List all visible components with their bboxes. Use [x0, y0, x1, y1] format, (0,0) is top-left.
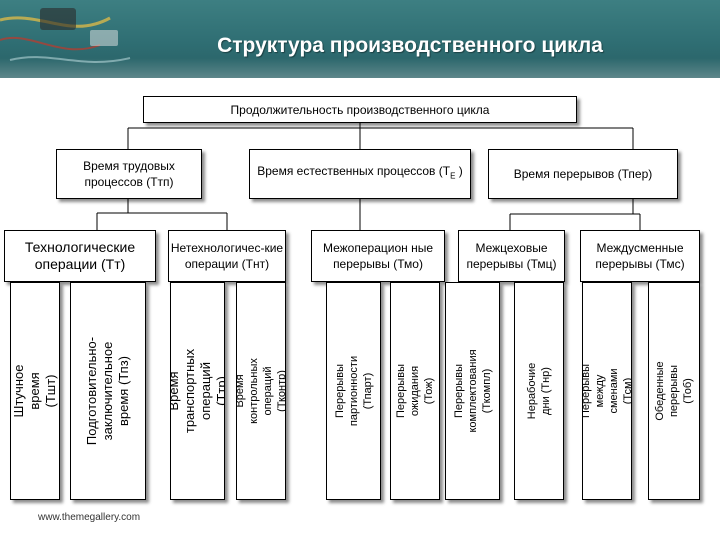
intershop-breaks-label: Межцеховые перерывы (Тмц)	[466, 241, 557, 271]
non-working-days-label: Нерабочие дни (Тнр)	[526, 362, 552, 420]
intershift-breaks-box: Междусменные перерывы (Тмс)	[580, 230, 700, 282]
page-title: Структура производственного цикла	[217, 34, 603, 57]
breaks-box: Время перерывов (Тпер)	[488, 149, 678, 199]
cycle-duration-label: Продолжительность производственного цикл…	[230, 102, 490, 117]
intershift-breaks-label: Междусменные перерывы (Тмс)	[595, 241, 685, 271]
natural-processes-subscript: Е	[450, 171, 456, 181]
transport-operations-label: Время транспортных операций (Ттр)	[170, 348, 225, 434]
waiting-breaks-label: Перерывы ожидания (Тож)	[395, 363, 435, 419]
control-operations-box: Время контрольных операций (Тконтр)	[236, 282, 286, 500]
non-working-days-box: Нерабочие дни (Тнр)	[514, 282, 564, 500]
assembly-breaks-label: Перерывы комплектования (Ткомпл)	[452, 349, 493, 433]
natural-processes-text: Время естественных процессов (Т	[257, 164, 451, 179]
natural-processes-suffix: )	[455, 164, 463, 179]
technological-operations-box: Технологические операции (Тт)	[4, 230, 156, 282]
breaks-label: Время перерывов (Тпер)	[513, 167, 653, 181]
shift-breaks-box: Перерывы между сменами (Тсм)	[582, 282, 632, 500]
header-banner: Структура производственного цикла	[0, 0, 720, 78]
interoperational-breaks-label: Межоперацион ные перерывы (Тмо)	[322, 241, 434, 271]
non-technological-operations-label: Нетехнологичес-кие операции (Тнт)	[170, 241, 284, 271]
labor-processes-box: Время трудовых процессов (Ттп)	[56, 149, 202, 199]
header-shine	[0, 58, 720, 78]
technological-operations-label: Технологические операции (Тт)	[24, 239, 136, 272]
non-technological-operations-box: Нетехнологичес-кие операции (Тнт)	[168, 230, 286, 282]
preparatory-time-label: Подготовительно- заключительное время (Т…	[84, 336, 131, 446]
footer-url: www.themegallery.com	[38, 512, 141, 523]
natural-processes-label: Время естественных процессов (ТЕ )	[257, 163, 463, 184]
preparatory-time-box: Подготовительно- заключительное время (Т…	[70, 282, 146, 500]
batch-breaks-box: Перерывы партионности (Тпарт)	[326, 282, 381, 500]
piece-time-box: Штучное время (Тшт)	[10, 282, 60, 500]
assembly-breaks-box: Перерывы комплектования (Ткомпл)	[445, 282, 500, 500]
piece-time-label: Штучное время (Тшт)	[11, 364, 58, 418]
cable-decoration-icon	[0, 8, 131, 63]
transport-operations-box: Время транспортных операций (Ттр)	[170, 282, 225, 500]
natural-processes-box: Время естественных процессов (ТЕ )	[249, 149, 471, 199]
intershop-breaks-box: Межцеховые перерывы (Тмц)	[458, 230, 565, 282]
batch-breaks-label: Перерывы партионности (Тпарт)	[333, 355, 374, 427]
shift-breaks-label: Перерывы между сменами (Тсм)	[582, 363, 632, 419]
labor-processes-label: Время трудовых процессов (Ттп)	[83, 159, 175, 189]
cycle-duration-box: Продолжительность производственного цикл…	[143, 96, 577, 123]
lunch-breaks-label: Обеденные перерывы (Тоб)	[654, 361, 694, 421]
lunch-breaks-box: Обеденные перерывы (Тоб)	[648, 282, 700, 500]
waiting-breaks-box: Перерывы ожидания (Тож)	[390, 282, 440, 500]
interoperational-breaks-box: Межоперацион ные перерывы (Тмо)	[311, 230, 445, 282]
control-operations-label: Время контрольных операций (Тконтр)	[236, 358, 286, 424]
